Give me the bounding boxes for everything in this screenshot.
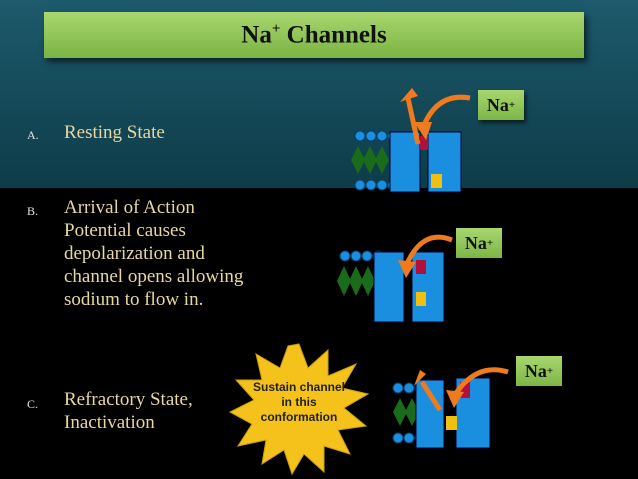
inactivation-gate <box>431 174 442 188</box>
channel-right-subunit <box>455 377 491 449</box>
item-b-line-5: sodium to flow in. <box>64 289 204 310</box>
item-c-letter: C. <box>27 397 39 411</box>
item-b-line-4: channel opens allowing <box>64 266 244 287</box>
starburst-callout-shape <box>228 343 370 476</box>
blocked-arrow-icon <box>419 380 443 412</box>
activation-gate <box>460 382 470 398</box>
callout-line-3: conformation <box>260 410 338 424</box>
item-b-letter: B. <box>27 204 39 218</box>
callout-text: Sustain channel in this conformation <box>252 380 346 425</box>
item-b-line-1: Arrival of Action <box>64 197 195 218</box>
item-a-text: Resting State <box>64 121 165 144</box>
item-a-letter: A. <box>27 128 39 142</box>
item-b-line-3: depolarization and <box>64 243 205 264</box>
page-title: Na+ Channels <box>241 20 387 49</box>
inactivation-gate <box>446 416 457 430</box>
item-c-line-1: Refractory State, <box>64 389 193 410</box>
inactivation-gate <box>416 292 426 306</box>
voltage-sensor-diamonds <box>393 398 419 426</box>
item-c-line-2: Inactivation <box>64 412 155 433</box>
sodium-ion-label-a: Na+ <box>478 90 524 120</box>
sodium-ion-label-b: Na+ <box>456 228 502 258</box>
callout-line-1: Sustain channel <box>252 380 346 394</box>
item-b-line-2: Potential causes <box>64 220 186 241</box>
callout-line-2: in this <box>281 395 317 409</box>
sodium-ion-label-c: Na+ <box>516 356 562 386</box>
voltage-sensor-diamonds <box>337 266 375 296</box>
blocked-arrow-icon <box>405 97 421 145</box>
activation-gate <box>420 136 428 150</box>
channel-open-diagram <box>337 234 453 323</box>
channel-resting-diagram <box>351 88 471 193</box>
activation-gate <box>416 260 426 274</box>
title-banner: Na+ Channels <box>44 12 584 58</box>
item-a-line-1: Resting State <box>64 122 165 143</box>
item-b-text: Arrival of Action Potential causes depol… <box>64 196 243 311</box>
voltage-sensor-diamonds <box>351 146 389 174</box>
item-c-text: Refractory State, Inactivation <box>64 388 193 434</box>
channel-left-subunit <box>373 251 405 323</box>
influx-arrow-icon <box>451 367 509 398</box>
channel-left-subunit <box>389 131 421 193</box>
channel-inactivated-diagram <box>392 367 509 449</box>
influx-arrow-icon <box>403 234 453 268</box>
